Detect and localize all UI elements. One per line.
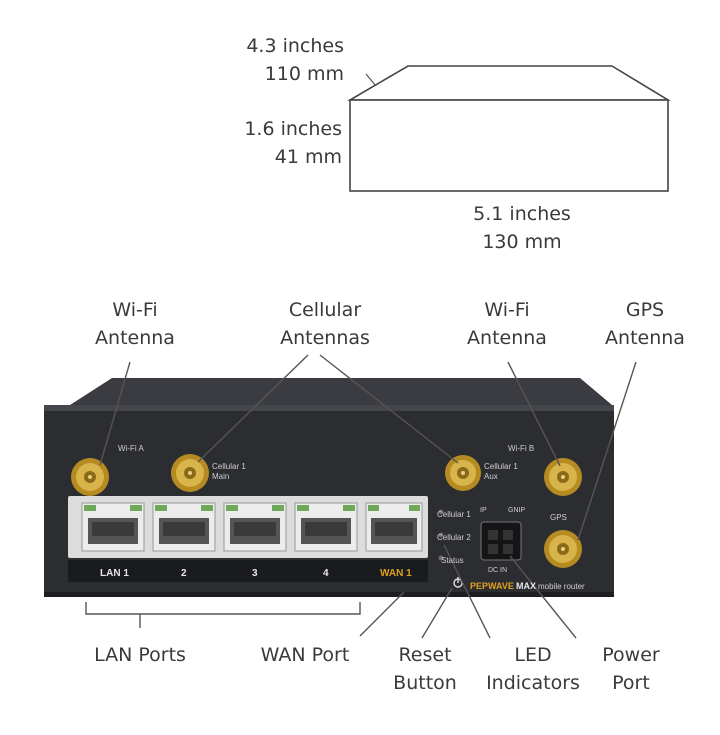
callout-power-line2: Port xyxy=(612,672,650,694)
gps-label: GPS xyxy=(550,513,567,522)
callout-wifi-antenna-right-line1: Wi-Fi xyxy=(484,299,530,321)
width-label: 5.1 inches 130 mm xyxy=(462,200,582,256)
router-device xyxy=(44,378,614,597)
led-indicators xyxy=(438,509,444,561)
callout-reset-line2: Button xyxy=(393,672,457,694)
brand-logo: PEPWAVE xyxy=(470,581,514,591)
led-label-status: Status xyxy=(441,556,464,565)
callout-cellular-antennas: Cellular Antennas xyxy=(260,296,390,352)
callout-power-port: Power Port xyxy=(586,641,676,697)
width-inches: 5.1 inches xyxy=(473,203,571,225)
callout-wifi-antenna-left: Wi-Fi Antenna xyxy=(80,296,190,352)
wifi-b-connector xyxy=(544,458,582,496)
port-lan1 xyxy=(81,502,145,552)
power-port xyxy=(480,521,522,561)
callout-wifi-antenna-left-line1: Wi-Fi xyxy=(112,299,158,321)
depth-inches: 4.3 inches xyxy=(246,35,344,57)
port-lan3 xyxy=(223,502,287,552)
power-label-dcin: DC IN xyxy=(488,567,507,574)
cellular1-aux-sublabel: Aux xyxy=(484,472,498,481)
callout-wan-port: WAN Port xyxy=(245,641,365,669)
reset-button xyxy=(453,577,463,588)
port-label-2: 2 xyxy=(181,568,187,579)
callout-led-line1: LED xyxy=(514,644,552,666)
callout-cellular-antennas-line2: Antennas xyxy=(280,327,370,349)
dimension-box xyxy=(347,65,671,192)
cellular1-aux-connector xyxy=(445,455,481,491)
ethernet-ports xyxy=(81,502,423,552)
port-lan2 xyxy=(152,502,216,552)
cellular1-main-label: Cellular 1 xyxy=(212,462,246,471)
callout-power-line1: Power xyxy=(602,644,660,666)
height-inches: 1.6 inches xyxy=(244,118,342,140)
cellular1-main-sublabel: Main xyxy=(212,472,229,481)
wifi-a-connector xyxy=(71,458,109,496)
width-mm: 130 mm xyxy=(482,231,562,253)
callout-gps-antenna: GPS Antenna xyxy=(590,296,700,352)
port-label-3: 3 xyxy=(252,568,258,579)
power-label-ip: IP xyxy=(480,507,487,514)
callout-lan-ports: LAN Ports xyxy=(80,641,200,669)
callout-wifi-antenna-right-line2: Antenna xyxy=(467,327,547,349)
callout-lan-ports-text: LAN Ports xyxy=(94,644,186,666)
callout-led-line2: Indicators xyxy=(486,672,580,694)
cellular1-main-connector xyxy=(171,454,209,492)
port-label-wan1: WAN 1 xyxy=(380,568,412,579)
antenna-connectors xyxy=(71,454,582,568)
callout-reset-line1: Reset xyxy=(398,644,452,666)
wifi-b-label: Wi-Fi B xyxy=(508,444,534,453)
wifi-a-label: Wi-Fi A xyxy=(118,444,144,453)
height-mm: 41 mm xyxy=(274,146,342,168)
depth-label: 4.3 inches 110 mm xyxy=(246,32,344,88)
tagline: mobile router xyxy=(538,582,585,591)
port-label-4: 4 xyxy=(323,568,329,579)
callout-gps-antenna-line2: Antenna xyxy=(605,327,685,349)
led-label-cellular1: Cellular 1 xyxy=(437,510,471,519)
port-lan4 xyxy=(294,502,358,552)
depth-mm: 110 mm xyxy=(264,63,344,85)
cellular1-aux-label: Cellular 1 xyxy=(484,462,518,471)
callout-cellular-antennas-line1: Cellular xyxy=(288,299,362,321)
gps-connector xyxy=(544,530,582,568)
model-logo: MAX xyxy=(516,581,536,591)
callout-lines xyxy=(85,354,637,639)
callout-wifi-antenna-left-line2: Antenna xyxy=(95,327,175,349)
callout-reset-button: Reset Button xyxy=(380,641,470,697)
callout-led-indicators: LED Indicators xyxy=(478,641,588,697)
led-label-cellular2: Cellular 2 xyxy=(437,533,471,542)
port-label-lan1: LAN 1 xyxy=(100,568,129,579)
port-wan1 xyxy=(365,502,423,552)
callout-gps-antenna-line1: GPS xyxy=(625,299,665,321)
callout-wifi-antenna-right: Wi-Fi Antenna xyxy=(452,296,562,352)
power-label-gnip: GNIP xyxy=(508,507,525,514)
height-label: 1.6 inches 41 mm xyxy=(244,115,342,171)
callout-wan-port-text: WAN Port xyxy=(260,644,350,666)
